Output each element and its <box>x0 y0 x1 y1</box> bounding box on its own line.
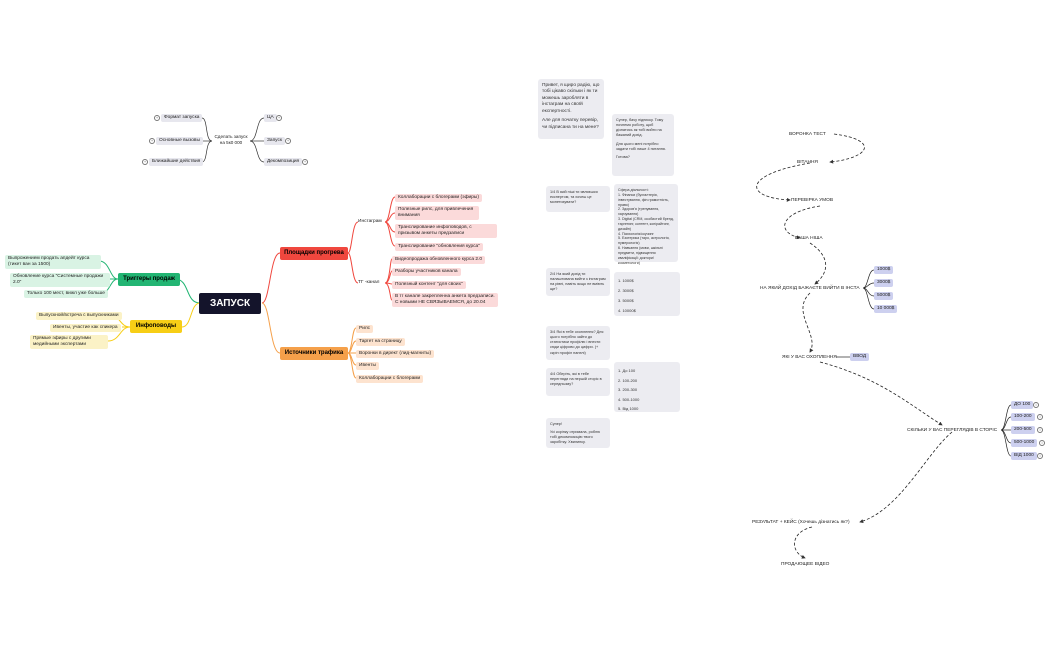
option-text: 3. Digital (CRM, особистий бренд, таргет… <box>618 217 674 231</box>
chat-final-bubble[interactable]: Супер! Усі корінку отримала, роблю тобі … <box>546 418 610 448</box>
info-icon[interactable]: i <box>1037 453 1043 459</box>
option-text: 1. До 100 <box>618 368 636 373</box>
instagram-branch[interactable]: Инстаграм <box>358 219 382 224</box>
platform-item[interactable]: Полезный контент "для своих" <box>392 281 466 289</box>
option-text: 2. Здоров'я (тренування, харчування) <box>618 207 660 217</box>
trigger-item[interactable]: Только 100 мест, вижл уже больше <box>24 290 108 298</box>
chat-text: Супер, бачу підписку. Тому почнемо робот… <box>616 118 664 138</box>
chat-options-2[interactable]: 1. 1000$ 2. 3000$ 3. 5000$ 4. 10000$ <box>614 272 680 316</box>
chat-text: Супер! <box>550 422 562 426</box>
funnel-node-income[interactable]: НА ЯКИЙ ДОХІД БАЖАЄТЕ ВИЙТИ В ІНСТА <box>760 286 860 291</box>
chat-question-2[interactable]: 2/4 На який дохід ти налаштована вийти з… <box>546 268 610 296</box>
mini-node-format[interactable]: Формат запуска <box>161 114 203 122</box>
infopovod-item[interactable]: Ивенты, участие как спикера <box>50 324 121 332</box>
chat-text: Усі корінку отримала, роблю тобі декомпо… <box>550 430 600 445</box>
chat-intro-bubble[interactable]: Привет, я щиро радію, що тобі цікаво скі… <box>538 79 604 139</box>
trigger-item[interactable]: Выпрожением продать апдейт курса (тикет … <box>5 255 101 269</box>
traffic-item[interactable]: Ивенты <box>356 362 379 370</box>
funnel-node-reach[interactable]: ЯКІ У ВАС ОХОПЛЕННЯ <box>782 355 837 360</box>
expand-plus-icon[interactable]: + <box>285 138 291 144</box>
views-option[interactable]: ДО 100 <box>1011 401 1034 409</box>
chat-question-1[interactable]: 1/4 В якій ніші ти являєшся експертом, т… <box>546 186 610 212</box>
funnel-node-video[interactable]: ПРОДАЮЩЕЕ ВІДЕО <box>781 562 830 567</box>
expand-plus-icon[interactable]: + <box>142 159 148 165</box>
option-text: 5. Езотерика (таро, астрологія, нумероло… <box>618 236 670 246</box>
funnel-node-input[interactable]: ВВОД <box>850 353 870 361</box>
triggers-node[interactable]: Триггеры продаж <box>118 273 180 286</box>
expand-plus-icon[interactable]: + <box>154 115 160 121</box>
traffic-node[interactable]: Источники трафика <box>280 347 348 360</box>
option-text: 4. 10000$ <box>618 308 636 313</box>
option-text: 1. Фінанси (бухгалтерія, інвестування, ф… <box>618 192 669 207</box>
platform-item[interactable]: В тг канале закрепленна анкета предзапис… <box>392 293 498 307</box>
infopovod-item[interactable]: Прямые эфиры с другими медийными эксперт… <box>30 335 108 349</box>
option-text: 6. Навчання (мови, шкільні предмети, під… <box>618 246 663 265</box>
info-icon[interactable]: i <box>1037 427 1043 433</box>
platform-item[interactable]: Разборы участников канала <box>392 268 461 276</box>
option-text: 2. 100-200 <box>618 377 638 383</box>
chat-question-4[interactable]: 4/4 Оберіть, які в тебе перегляди на пер… <box>546 368 610 396</box>
platform-item[interactable]: Видеопродажа обновленного курса 2.0 <box>392 256 485 264</box>
mini-node-actions[interactable]: Ближайшие действия <box>149 158 204 166</box>
tg-branch[interactable]: ТГ -канал <box>358 280 380 285</box>
income-option[interactable]: 10 000$ <box>874 305 898 313</box>
platform-item[interactable]: Транслирование "обновления курса" <box>395 243 483 251</box>
option-text: 4. 500-1000 <box>618 396 640 402</box>
expand-plus-icon[interactable]: + <box>276 115 282 121</box>
platform-item[interactable]: Полезные рилс, для привлечения внимания <box>395 206 479 220</box>
chat-text: Але для початку перевір, чи підписана ти… <box>542 118 599 130</box>
info-icon[interactable]: i <box>1039 440 1045 446</box>
funnel-node-result[interactable]: РЕЗУЛЬТАТ + КЕЙС (Хочешь дізнатись як?) <box>752 520 850 525</box>
infopovod-item[interactable]: Выпускной/встреча с выпускниками <box>36 312 122 320</box>
chat-intro-reply[interactable]: Супер, бачу підписку. Тому почнемо робот… <box>612 114 674 176</box>
income-option[interactable]: 1000$ <box>874 266 894 274</box>
info-icon[interactable]: i <box>1033 402 1039 408</box>
expand-plus-icon[interactable]: + <box>302 159 308 165</box>
traffic-item[interactable]: Рилс <box>356 325 374 333</box>
mini-node-launch[interactable]: Запуск <box>264 137 286 145</box>
mini-node-decomposition[interactable]: Декомпозиция <box>264 158 303 166</box>
traffic-item[interactable]: Воронки в директ (лид-магниты) <box>356 350 435 358</box>
chat-options-1[interactable]: Сфера діяльності: 1. Фінанси (бухгалтері… <box>614 184 678 265</box>
views-option[interactable]: 200-500 <box>1011 426 1035 434</box>
views-option[interactable]: 100-200 <box>1011 413 1035 421</box>
expand-plus-icon[interactable]: + <box>149 138 155 144</box>
infopovody-node[interactable]: Инфоповоды <box>130 320 182 333</box>
option-text: 4. Психологія/коучинг <box>618 231 654 236</box>
option-text: 1. 1000$ <box>618 278 634 283</box>
income-option[interactable]: 3000$ <box>874 279 894 287</box>
funnel-node-check[interactable]: ПЕРЕВІРКА УМОВ <box>791 198 834 203</box>
chat-question-3[interactable]: 3/4 Які в тебе охоплення? Для цього потр… <box>546 326 610 360</box>
chat-text: Готова? <box>616 154 630 159</box>
platform-item[interactable]: Коллаборации с блогерами (эфиры) <box>395 194 482 202</box>
traffic-item[interactable]: Таргет на страницу <box>356 338 405 346</box>
views-option[interactable]: ВІД 1000 <box>1011 452 1037 460</box>
platforms-node[interactable]: Площадки прогрева <box>280 247 348 260</box>
option-text: 3. 5000$ <box>618 298 634 303</box>
option-text: 3. 200-300 <box>618 387 638 393</box>
mini-node-audience[interactable]: ЦА <box>264 114 277 122</box>
launch-center-node[interactable]: ЗАПУСК <box>199 293 261 314</box>
income-option[interactable]: 5000$ <box>874 292 894 300</box>
chat-text: Привет, я щиро радію, що тобі цікаво скі… <box>542 83 600 114</box>
option-text: 5. Від 1000 <box>618 406 639 412</box>
mini-center-node[interactable]: Сделать запуск на 5к0 000 <box>214 134 248 145</box>
funnel-node-test[interactable]: ВОРОНКА ТЕСТ <box>789 132 826 137</box>
platform-item[interactable]: Транслирование инфоповодов, с призывом а… <box>395 224 497 238</box>
option-text: 2. 3000$ <box>618 288 634 293</box>
chat-text: Для цього мені потрібно задати тобі лише… <box>616 141 666 151</box>
funnel-node-niche[interactable]: ВАША НІША <box>795 236 823 241</box>
chat-options-4[interactable]: 1. До 100 2. 100-200 3. 200-300 4. 500-1… <box>614 362 680 412</box>
views-option[interactable]: 500-1000 <box>1011 439 1038 447</box>
info-icon[interactable]: i <box>1037 414 1043 420</box>
funnel-node-greet[interactable]: ВІТАННЯ <box>797 160 818 165</box>
option-text: Сфера діяльності: <box>618 188 649 192</box>
mini-node-challenges[interactable]: Основные вызовы <box>156 137 203 145</box>
traffic-item[interactable]: Коллаборации с блогерами <box>356 375 424 383</box>
funnel-node-views[interactable]: СКІЛЬКИ У ВАС ПЕРЕГЛЯДІВ В СТОРІС <box>907 428 998 433</box>
trigger-item[interactable]: Обновление курса "Системные продажи 2.0" <box>10 273 110 287</box>
